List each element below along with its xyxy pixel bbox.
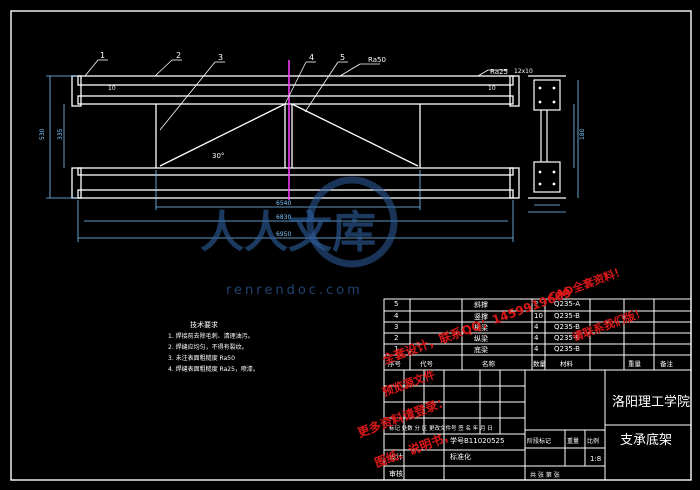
weld-mark: 10	[488, 85, 496, 92]
parts-row: 4 竖撑 10 Q235-B	[384, 311, 691, 322]
title-block-drawing-no: 学号B11020525	[450, 436, 504, 445]
dim-inner-height: 335	[57, 128, 64, 140]
parts-cell-qty: 4	[534, 345, 539, 353]
title-block-drawing-name: 支承底架	[620, 432, 672, 448]
surface-mark: Ra50	[368, 56, 386, 64]
parts-cell-qty: 4	[534, 323, 539, 331]
parts-cell-name: 底梁	[474, 346, 488, 354]
side-view-dims	[528, 204, 566, 213]
parts-cell-name: 纵梁	[474, 335, 488, 343]
title-block-scale-label: 比例	[587, 437, 599, 445]
leader-label: 4	[309, 53, 314, 62]
surface-mark: Ra25	[490, 68, 508, 76]
parts-header: 序号 代号 名称 数量 材料 重量 备注	[384, 356, 691, 369]
watermark-site: renrendoc.com	[226, 283, 363, 298]
leader-label: 1	[100, 51, 105, 60]
parts-cell-qty: 4	[534, 334, 539, 342]
title-block-grid	[383, 369, 692, 481]
tech-requirements: 技术要求 1. 焊接前去除毛刺、清理油污。 2. 焊缝应均匀，不得有裂纹。 3.…	[168, 320, 358, 375]
leader-label: 2	[176, 51, 181, 60]
parts-cell-no: 4	[394, 312, 399, 320]
tech-requirement-item: 3. 未注表面粗糙度 Ra50	[168, 355, 235, 362]
dim-overall-height: 530	[39, 128, 46, 140]
leader-label: 3	[218, 53, 223, 62]
parts-cell-material: Q235-A	[554, 300, 581, 308]
drawing-border	[10, 10, 692, 481]
title-block-weight-label: 重量	[567, 437, 579, 445]
parts-cell-no: 5	[394, 300, 399, 308]
side-view-holes	[538, 86, 556, 186]
watermark-logo-text: 人人文库	[200, 207, 376, 258]
parts-cell-material: Q235-B	[554, 334, 580, 342]
parts-row: 3 横梁 4 Q235-B	[384, 322, 691, 333]
parts-cell-qty: 10	[534, 312, 543, 320]
leader-lines	[84, 59, 508, 131]
header-cell: 代号	[420, 360, 433, 368]
header-cell: 序号	[388, 360, 401, 368]
renrendoc-logo	[306, 176, 398, 268]
parts-cell-name: 斜撑	[474, 301, 488, 309]
parts-cell-material: Q235-B	[554, 345, 580, 353]
parts-list-grid	[383, 298, 692, 371]
dim-span-overall: 6950	[276, 231, 291, 238]
parts-cell-name: 竖撑	[474, 313, 488, 321]
tech-requirement-item: 4. 焊缝表面粗糙度 Ra25，喷漆。	[168, 366, 259, 373]
title-block-scale: 1:8	[590, 455, 601, 463]
parts-cell-qty: 2	[534, 300, 539, 308]
title-block-school: 洛阳理工学院	[612, 394, 690, 410]
parts-cell-material: Q235-B	[554, 312, 580, 320]
parts-cell-name: 横梁	[474, 324, 488, 332]
tech-requirement-item: 1. 焊接前去除毛刺、清理油污。	[168, 333, 254, 340]
side-view	[528, 75, 566, 199]
title-block-stage-label: 阶段标记	[527, 437, 551, 445]
header-cell: 数量	[533, 360, 546, 368]
angle-label: 30°	[212, 152, 224, 160]
dimension-lines	[46, 75, 579, 242]
dim-span-mid: 6830	[276, 214, 291, 221]
header-cell: 重量	[628, 360, 641, 368]
title-block-signature-row: 标记 处数 分 区 更改文件号 签 名 年 月 日	[389, 424, 493, 432]
parts-cell-no: 1	[394, 345, 399, 353]
header-cell: 名称	[482, 360, 495, 368]
parts-row: 2 纵梁 4 Q235-B	[384, 333, 691, 344]
title-block-design: 设计	[389, 452, 403, 461]
parts-row: 5 斜撑 2 Q235-A	[384, 299, 691, 310]
tech-requirements-title: 技术要求	[190, 321, 218, 329]
title-block-sheet: 共 张 第 张	[530, 471, 560, 479]
weld-mark: 12x10	[514, 68, 533, 75]
front-view	[71, 75, 520, 199]
dim-span-inner: 6540	[276, 200, 291, 207]
tech-requirement-item: 2. 焊缝应均匀，不得有裂纹。	[168, 344, 248, 351]
parts-cell-material: Q235-B	[554, 323, 580, 331]
header-cell: 材料	[560, 360, 573, 368]
parts-row: 1 底梁 4 Q235-B	[384, 344, 691, 355]
leader-label: 5	[340, 53, 345, 62]
parts-cell-no: 2	[394, 334, 399, 342]
dim-side-height: 180	[579, 128, 586, 140]
weld-mark: 10	[108, 85, 116, 92]
title-block-standard: 标准化	[450, 452, 471, 461]
header-cell: 备注	[660, 360, 673, 368]
title-block-review: 审核	[389, 469, 403, 478]
parts-cell-no: 3	[394, 323, 399, 331]
